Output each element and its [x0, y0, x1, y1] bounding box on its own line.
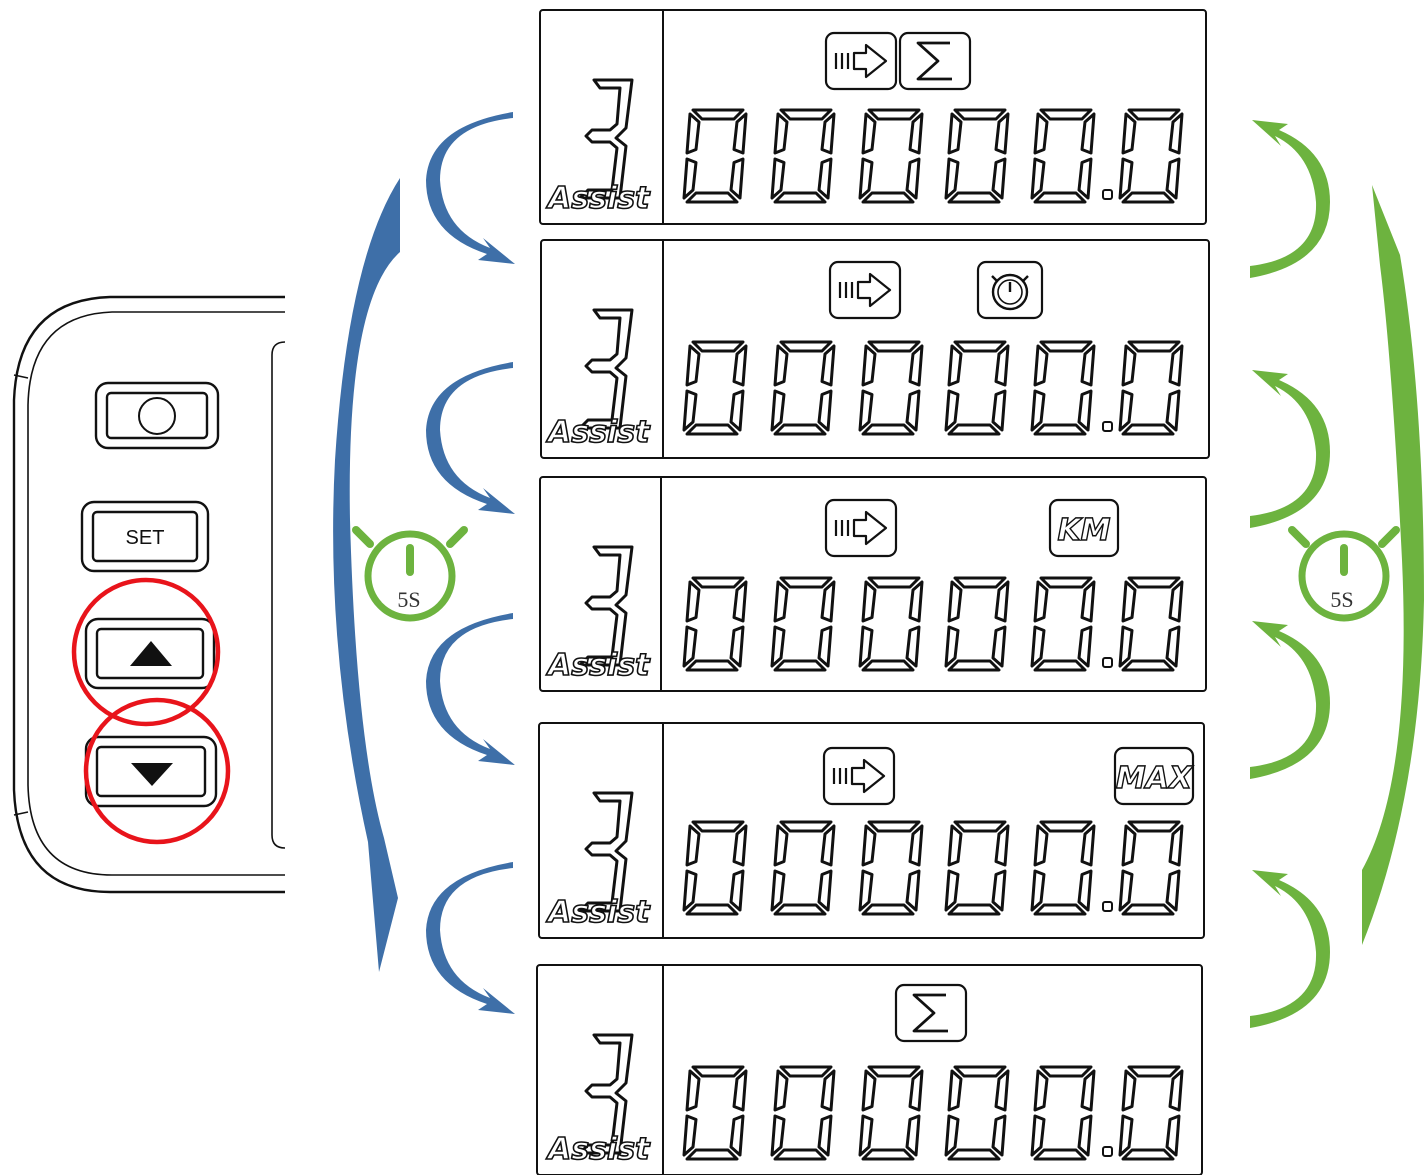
lcd-screen: Assist MAX	[538, 722, 1205, 939]
timer-right-label: 5S	[1330, 587, 1353, 612]
odometer-digits	[682, 340, 1184, 436]
triangle-up-icon	[130, 641, 172, 666]
down-button-highlight	[83, 697, 231, 845]
trip-arrow-icon	[824, 498, 898, 558]
timer-icon-left: 5S	[352, 526, 468, 622]
lcd-digit	[858, 1065, 924, 1161]
lcd-digit	[1030, 108, 1096, 204]
set-button-label: SET	[126, 527, 165, 549]
lcd-digit	[944, 108, 1010, 204]
odometer-digits	[682, 576, 1184, 672]
curved-up-arrow	[1250, 120, 1330, 278]
curved-up-arrow	[1250, 621, 1330, 779]
km-icon: KM	[1048, 498, 1120, 558]
lcd-digit	[858, 820, 924, 916]
trip-arrow-icon	[824, 31, 898, 91]
decimal-point	[1102, 421, 1113, 432]
lcd-digit	[1030, 1065, 1096, 1161]
curved-down-arrow	[426, 112, 515, 264]
lcd-screen: Assist KM	[539, 476, 1207, 692]
decimal-point	[1102, 657, 1113, 668]
curved-arrows-right	[1250, 120, 1330, 1028]
lcd-digit	[682, 340, 748, 436]
lcd-digit	[770, 576, 836, 672]
assist-label: Assist	[546, 181, 651, 216]
power-circle-icon	[138, 397, 176, 435]
lcd-digit	[944, 820, 1010, 916]
odometer-digits	[682, 108, 1184, 204]
assist-level-digit	[578, 1033, 634, 1155]
power-button[interactable]	[94, 381, 220, 450]
controller-panel: SET	[12, 295, 286, 894]
lcd-digit	[944, 1065, 1010, 1161]
lcd-digit	[770, 820, 836, 916]
set-button[interactable]: SET	[80, 500, 210, 573]
down-button[interactable]	[84, 735, 218, 808]
odometer-digits	[682, 1065, 1184, 1161]
assist-level-digit	[578, 78, 634, 200]
decimal-point	[1102, 901, 1113, 912]
lcd-digit	[770, 1065, 836, 1161]
up-button-highlight	[71, 577, 221, 727]
lcd-digit	[1030, 340, 1096, 436]
curved-arrows-left	[426, 112, 515, 1014]
long-down-arrow	[333, 178, 400, 972]
lcd-digit	[682, 576, 748, 672]
km-icon-label: KM	[1057, 513, 1110, 548]
lcd-digit	[682, 820, 748, 916]
curved-down-arrow	[426, 862, 515, 1014]
lcd-digit	[944, 576, 1010, 672]
triangle-down-icon	[131, 763, 173, 786]
lcd-digit	[858, 576, 924, 672]
decimal-point	[1102, 189, 1113, 200]
lcd-screen: Assist	[540, 239, 1210, 459]
lcd-digit	[682, 1065, 748, 1161]
lcd-digit	[770, 340, 836, 436]
trip-arrow-icon	[822, 746, 896, 806]
sigma-icon	[894, 983, 968, 1043]
lcd-digit	[770, 108, 836, 204]
lcd-digit	[1030, 576, 1096, 672]
lcd-digit	[1118, 1065, 1184, 1161]
sigma-icon	[898, 31, 972, 91]
lcd-digit	[1118, 108, 1184, 204]
curved-down-arrow	[426, 613, 515, 765]
assist-level-digit	[578, 791, 634, 913]
trip-arrow-icon	[828, 260, 902, 320]
curved-up-arrow	[1250, 870, 1330, 1028]
lcd-digit	[858, 340, 924, 436]
curved-down-arrow	[426, 362, 515, 514]
lcd-digit	[1118, 576, 1184, 672]
lcd-digit	[858, 108, 924, 204]
max-icon: MAX	[1113, 746, 1195, 806]
lcd-digit	[1030, 820, 1096, 916]
lcd-screen: Assist	[536, 964, 1203, 1175]
timer-left-label: 5S	[397, 587, 420, 612]
assist-level-digit	[578, 545, 634, 667]
stopwatch-icon	[976, 260, 1044, 320]
lcd-digit	[944, 340, 1010, 436]
assist-label: Assist	[546, 415, 651, 450]
lcd-digit	[1118, 820, 1184, 916]
assist-level-digit	[578, 308, 634, 430]
assist-label: Assist	[546, 895, 651, 930]
assist-label: Assist	[546, 1132, 651, 1167]
curved-up-arrow	[1250, 370, 1330, 528]
up-button[interactable]	[84, 617, 216, 690]
lcd-digit	[682, 108, 748, 204]
lcd-screen: Assist	[539, 9, 1207, 225]
odometer-digits	[682, 820, 1184, 916]
lcd-digit	[1118, 340, 1184, 436]
long-up-arrow	[1362, 185, 1424, 945]
timer-icon-right: 5S	[1288, 526, 1400, 622]
decimal-point	[1102, 1146, 1113, 1157]
assist-label: Assist	[546, 648, 651, 683]
max-icon-label: MAX	[1116, 761, 1194, 796]
